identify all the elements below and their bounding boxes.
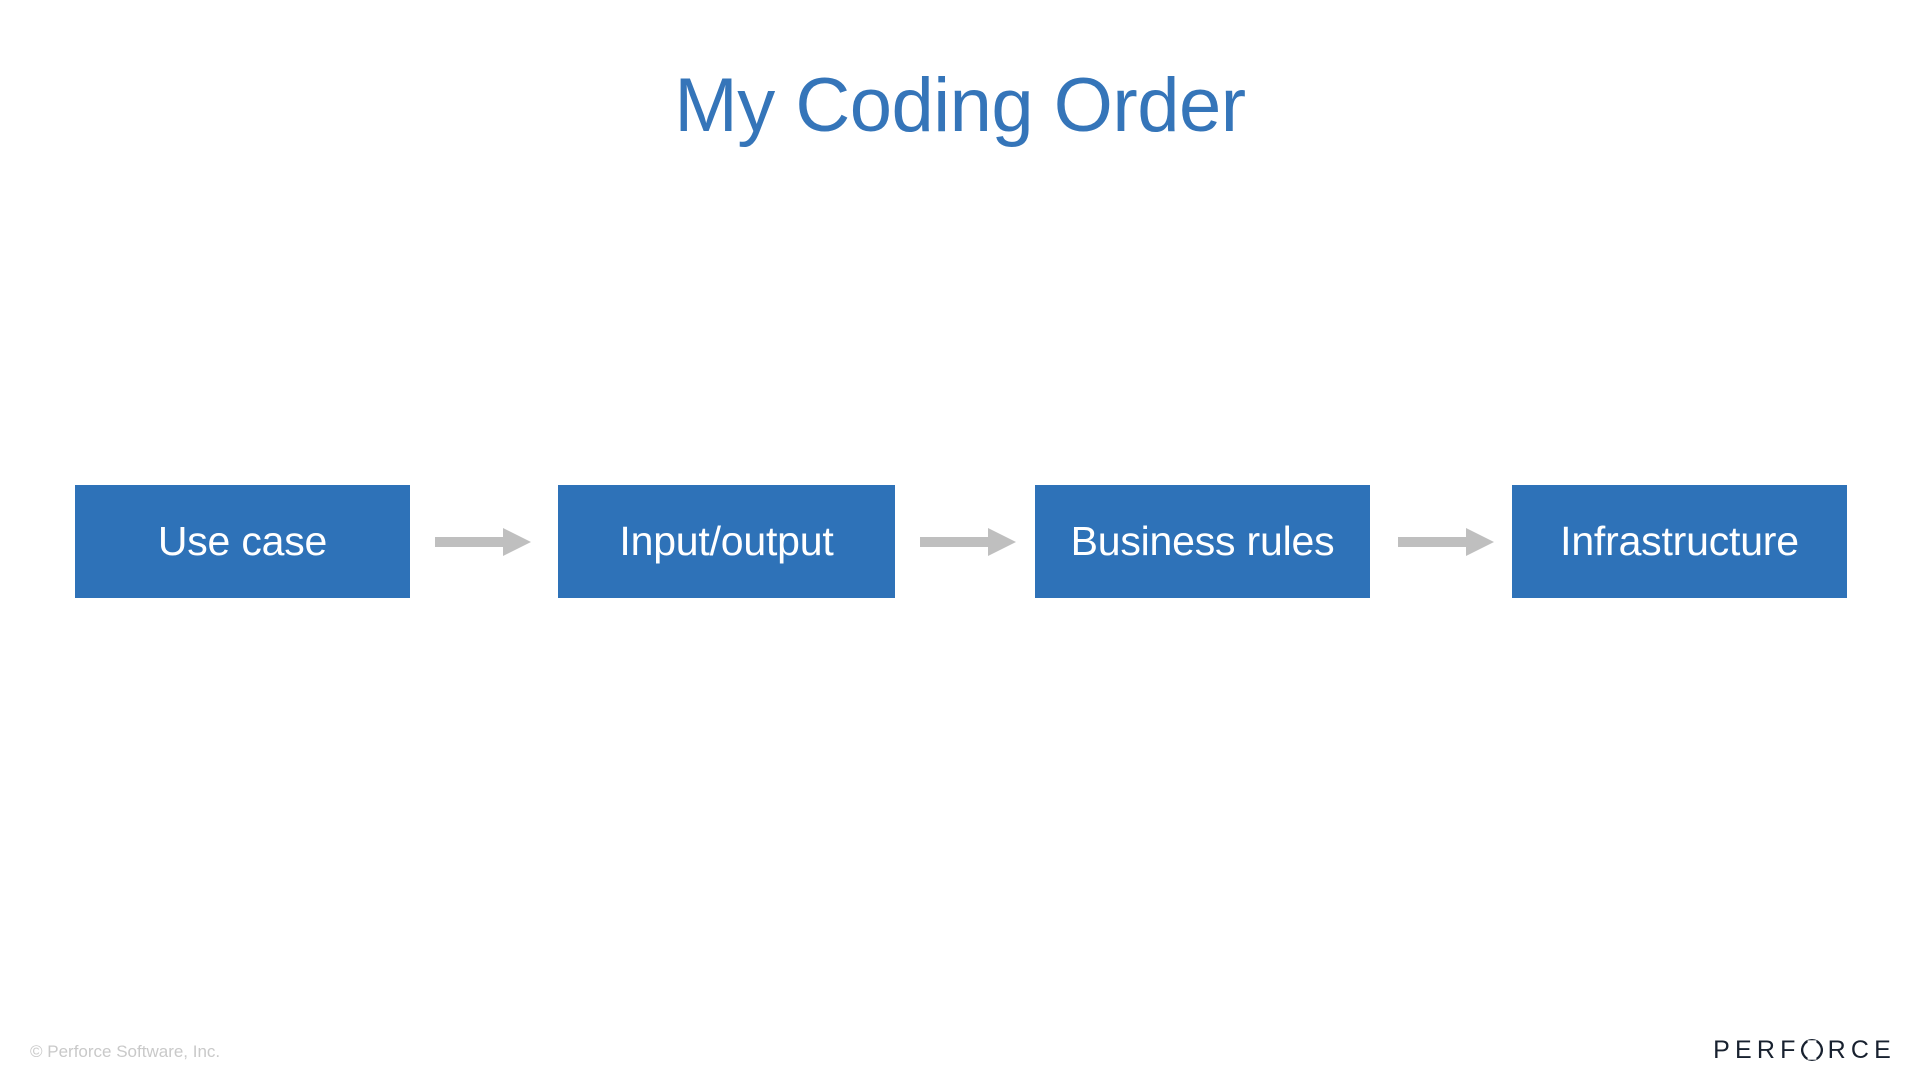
flow-step-label: Infrastructure (1560, 517, 1799, 564)
flow-step-label: Business rules (1070, 517, 1335, 564)
flow-step-use-case[interactable]: Use case (75, 485, 410, 598)
flow-step-input-output[interactable]: Input/output (558, 485, 895, 598)
process-flow-diagram: Use case Input/output Business rules Inf… (0, 485, 1920, 598)
perforce-logo: PERF RCE (1713, 1036, 1896, 1064)
logo-text-before: PERF (1713, 1035, 1801, 1064)
flow-step-infrastructure[interactable]: Infrastructure (1512, 485, 1847, 598)
flow-step-label: Input/output (619, 517, 834, 564)
logo-o-mark-icon (1800, 1039, 1823, 1061)
flow-step-label: Use case (157, 517, 328, 564)
logo-text-after: RCE (1827, 1035, 1896, 1064)
page-title: My Coding Order (674, 63, 1246, 148)
arrow-right-icon (920, 525, 1016, 559)
arrow-right-icon (435, 525, 531, 559)
copyright-notice: © Perforce Software, Inc. (30, 1042, 221, 1061)
arrow-right-icon (1398, 525, 1494, 559)
flow-step-business-rules[interactable]: Business rules (1035, 485, 1370, 598)
